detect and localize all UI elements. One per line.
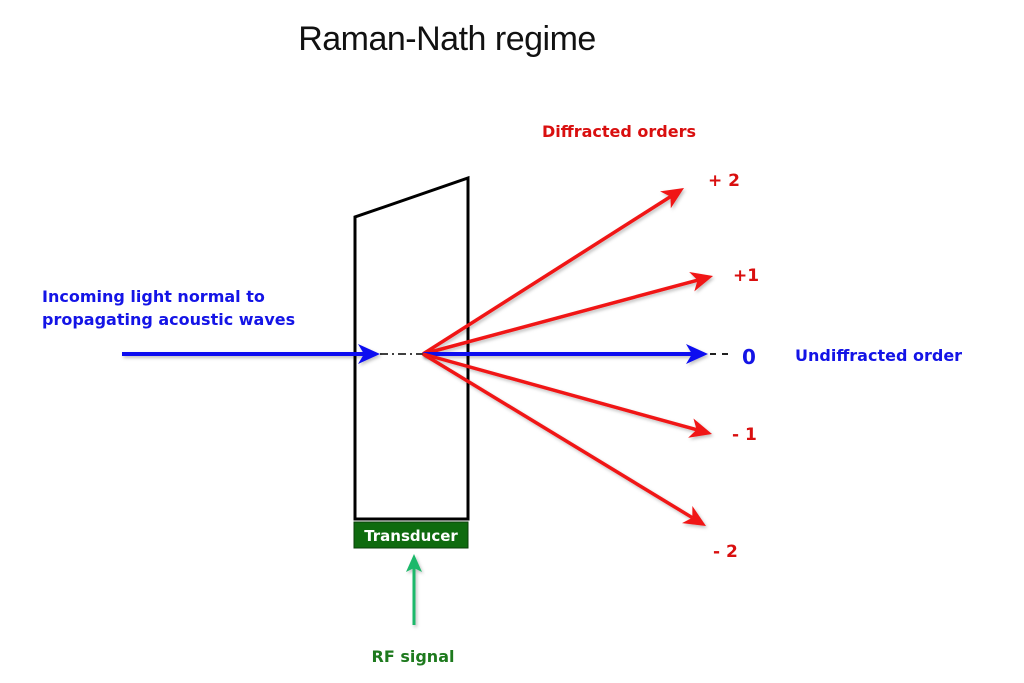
undiffracted-order-label: Undiffracted order (795, 346, 962, 365)
diffracted-orders-label: Diffracted orders (542, 122, 696, 141)
arrowhead-icon (686, 344, 708, 364)
beam-line (422, 278, 699, 356)
incoming-light-label-line2: propagating acoustic waves (42, 310, 295, 329)
transducer-label: Transducer (364, 527, 458, 545)
arrowhead-icon (689, 272, 713, 292)
order-label-minus-1: - 1 (732, 425, 757, 445)
rf-signal-arrow (406, 554, 422, 625)
beam-line (422, 195, 672, 356)
arrowhead-icon (688, 418, 712, 438)
order-label-plus-1: +1 (733, 266, 759, 286)
transducer-box (353, 521, 469, 549)
arrowhead-icon (682, 506, 706, 526)
beam-order-minus-1 (422, 352, 712, 438)
order-label-zero: 0 (742, 345, 756, 369)
beam-order-plus-1 (422, 272, 713, 356)
rf-signal-label: RF signal (372, 647, 455, 666)
acousto-optic-cell (353, 175, 470, 521)
beam-line (422, 352, 694, 520)
incident-beam-arrow (122, 344, 380, 364)
arrowhead-icon (660, 188, 684, 209)
acoustic-wavefronts (376, 242, 458, 475)
beam-order-minus-2 (422, 352, 706, 526)
order-label-plus-2: + 2 (708, 171, 740, 191)
beam-line (422, 352, 698, 432)
diagram-title: Raman-Nath regime (298, 20, 596, 58)
beam-order-zero (423, 344, 708, 364)
order-label-minus-2: - 2 (713, 542, 738, 562)
beam-order-plus-2 (422, 188, 684, 356)
incoming-light-label-line1: Incoming light normal to (42, 287, 265, 306)
output-beams (422, 188, 713, 526)
